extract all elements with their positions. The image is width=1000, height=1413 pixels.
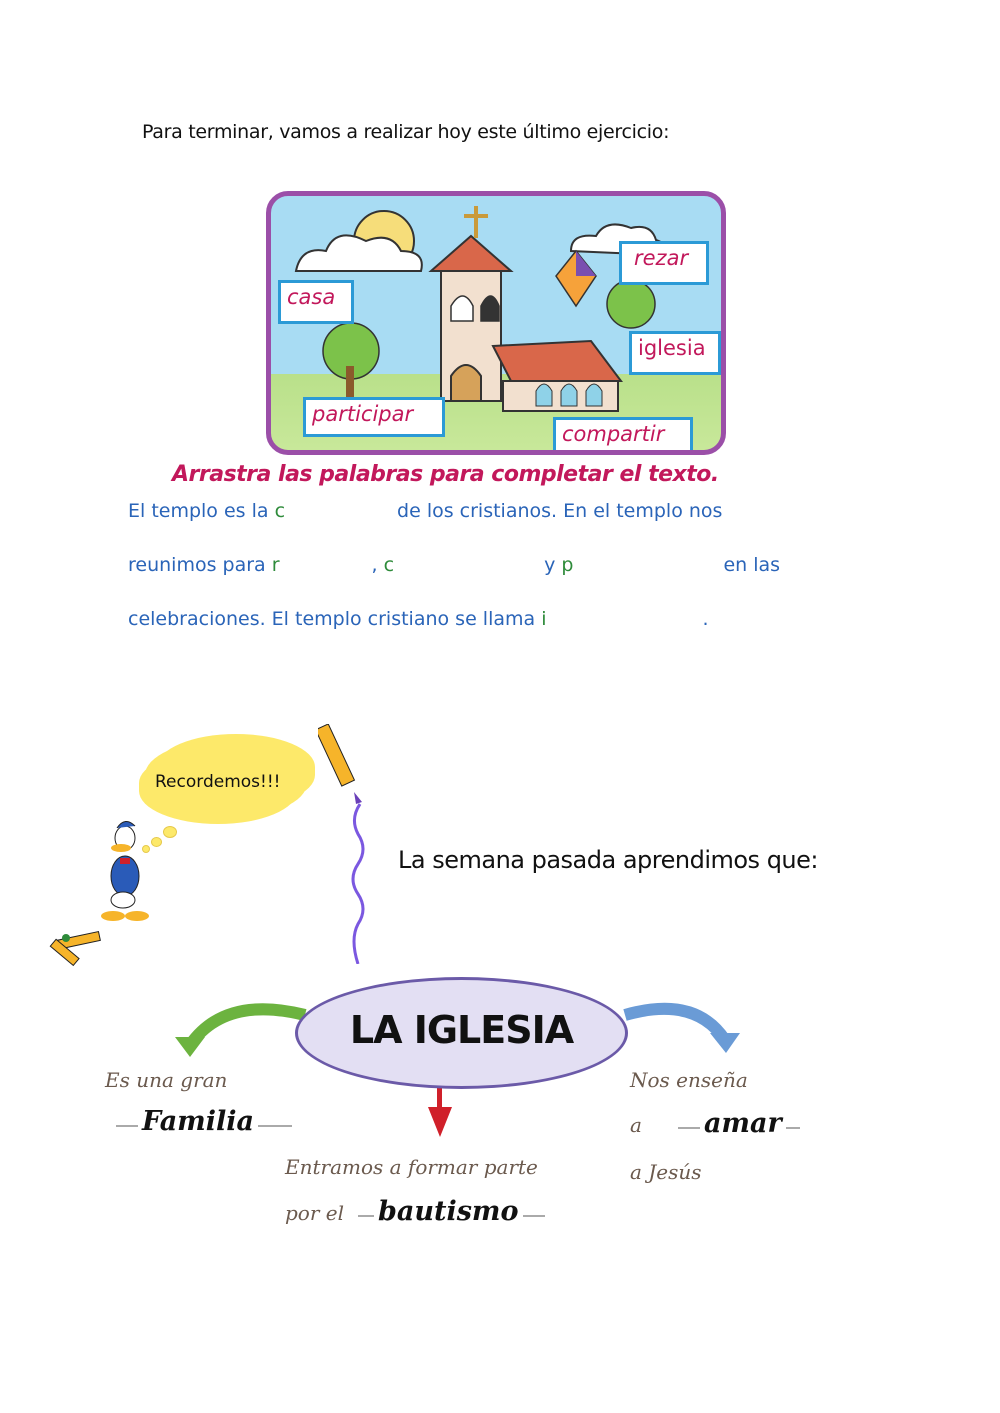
fill-line-1: El templo es la c de los cristianos. En e… [128, 500, 722, 522]
hint-letter: r [271, 554, 280, 576]
hint-letter: p [561, 554, 574, 576]
concept-map-arrows [175, 1002, 740, 1137]
fill-line-3: celebraciones. El templo cristiano se ll… [128, 608, 709, 630]
bubble-dot [142, 845, 150, 853]
word-chip-participar[interactable]: participar [303, 397, 445, 437]
word-chip-compartir[interactable]: compartir [553, 417, 693, 450]
blank-line [677, 1126, 700, 1129]
hint-letter: c [274, 500, 286, 522]
hint-letter: c [383, 554, 395, 576]
bottom-branch-label: Entramos a formar parte [285, 1155, 538, 1179]
bubble-text: Recordemos!!! [155, 772, 281, 792]
word-chip-rezar[interactable]: rezar [619, 241, 709, 285]
crayon-drawing-icon [318, 724, 365, 964]
word-chip-casa[interactable]: casa [278, 280, 354, 324]
right-branch-label: Nos enseña [630, 1068, 748, 1092]
thought-bubble [145, 740, 307, 818]
answer-bautismo: bautismo [378, 1196, 519, 1227]
bubble-dot [163, 826, 177, 838]
instruction-text: Arrastra las palabras para completar el … [172, 462, 719, 487]
recap-heading: La semana pasada aprendimos que: [398, 846, 818, 874]
fill-line-2: reunimos para r, c y p en las [128, 554, 780, 576]
word-chip-iglesia[interactable]: iglesia [629, 331, 721, 375]
left-branch-answer-row: Familia [112, 1106, 296, 1137]
blank-line [116, 1124, 138, 1127]
text-fragment: , [371, 554, 384, 576]
concept-map-center [295, 977, 628, 1089]
blank-line [258, 1124, 293, 1127]
bubble-dot [151, 837, 162, 847]
bottom-branch-prefix: por el [285, 1201, 344, 1225]
text-fragment: reunimos para [128, 554, 272, 576]
right-branch-line3: a Jesús [630, 1160, 702, 1184]
text-fragment: celebraciones. El templo cristiano se ll… [128, 608, 542, 630]
text-fragment: en las [723, 554, 781, 576]
text-fragment: y [544, 554, 562, 576]
donald-duck-icon [101, 821, 149, 921]
intro-text: Para terminar, vamos a realizar hoy este… [142, 121, 670, 143]
text-fragment: de los cristianos. En el templo nos [397, 500, 723, 522]
answer-familia: Familia [142, 1106, 255, 1137]
blank-line [522, 1214, 545, 1217]
church-illustration: casa rezar iglesia participar compartir [266, 191, 726, 455]
right-branch-prefix: a [630, 1113, 642, 1137]
church-scene-graphic [294, 206, 666, 412]
bottom-branch-answer-row: por el bautismo [285, 1196, 549, 1227]
text-fragment: El templo es la [128, 500, 275, 522]
crayons-icon [49, 930, 101, 967]
hint-letter: i [541, 608, 547, 630]
right-branch-answer-row: a amar [630, 1108, 804, 1139]
concept-map-title: LA IGLESIA [349, 1008, 574, 1052]
blank-line [358, 1214, 374, 1217]
answer-amar: amar [703, 1108, 782, 1139]
text-fragment: . [702, 608, 709, 630]
blank-line [785, 1126, 800, 1129]
left-branch-label: Es una gran [105, 1068, 228, 1092]
